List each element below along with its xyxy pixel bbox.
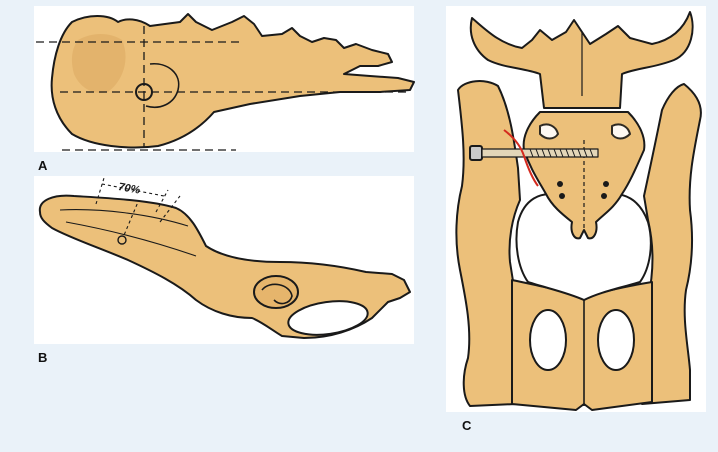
sacrum-lateral-view: [36, 14, 414, 150]
measurement-center-point: [118, 236, 126, 244]
left-ilium: [456, 81, 520, 406]
measurement-text: 70%: [117, 181, 141, 197]
sacral-foramen-right-1: [603, 181, 609, 187]
sacral-foramen-left-2: [559, 193, 565, 199]
sacral-foramen-right-2: [601, 193, 607, 199]
left-obturator-foramen: [530, 310, 566, 370]
panel-a-label: A: [38, 158, 47, 173]
sacral-foramen-left-1: [557, 181, 563, 187]
ilium-lateral-view: 70%: [40, 178, 410, 339]
panel-c-label: C: [462, 418, 471, 433]
screw-head: [470, 146, 482, 160]
panel-b-label: B: [38, 350, 47, 365]
pelvis-ventrodorsal-view: [456, 12, 701, 410]
right-obturator-foramen: [598, 310, 634, 370]
